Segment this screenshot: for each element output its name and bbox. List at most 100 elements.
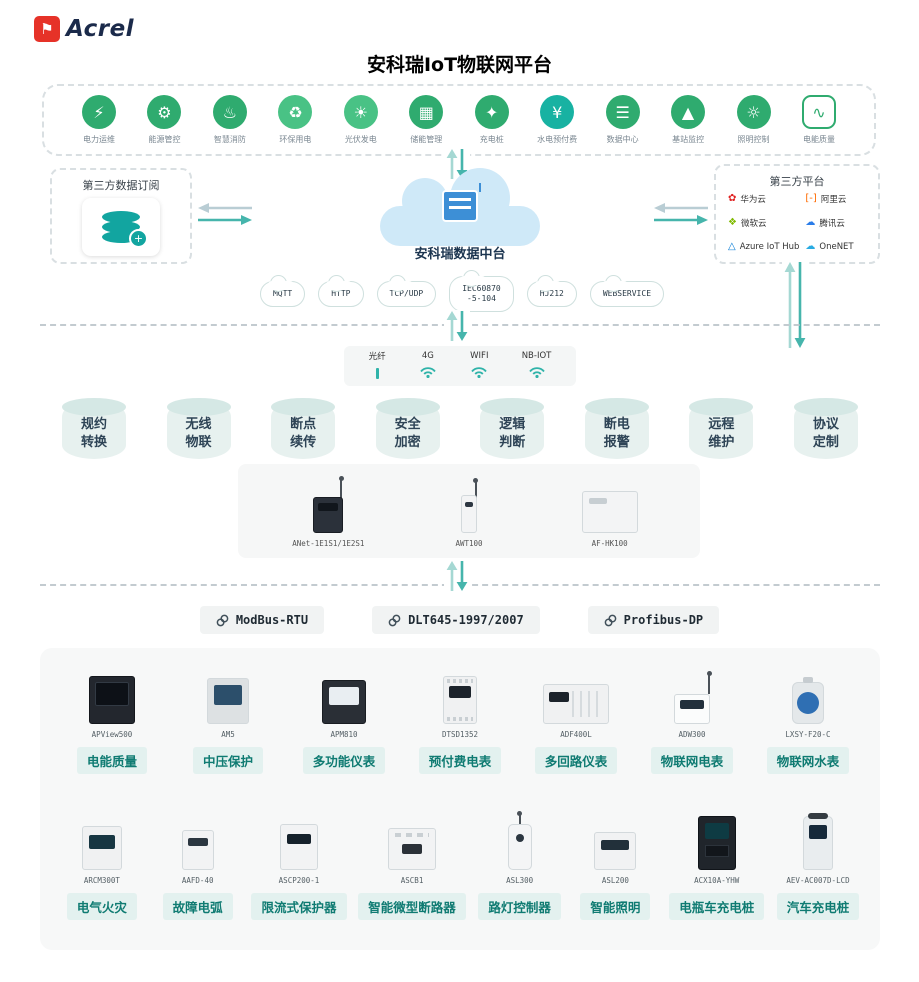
- link-icon: [216, 614, 229, 626]
- feature-cylinder: 逻辑 判断: [480, 398, 545, 459]
- page-title: 安科瑞IoT物联网平台: [366, 54, 553, 76]
- protocol-label: HJ212: [539, 289, 564, 298]
- product-image: [776, 813, 860, 870]
- app-icon-glyph: ¥: [552, 102, 563, 122]
- app-icon: ⚡: [82, 95, 116, 129]
- feature-label: 无线 物联: [185, 416, 212, 450]
- feature-label: 规约 转换: [80, 416, 107, 450]
- product-model: ADW300: [678, 730, 706, 739]
- protocol-clouds-row: MQTT HTTP TCP/UDP IEC60870 -5-104 HJ212 …: [232, 270, 692, 312]
- database-plus-icon: [102, 211, 148, 248]
- app-icon-glyph: ∿: [812, 102, 826, 122]
- platform-item: ☁ OneNET: [805, 241, 872, 252]
- platform-name: 阿里云: [820, 195, 847, 206]
- product-image: [186, 668, 270, 724]
- app-label: 电力运维: [83, 135, 115, 144]
- product-image: [418, 668, 502, 724]
- database-card: [82, 198, 160, 256]
- bus-protocol-pill: DLT645-1997/2007: [372, 606, 540, 634]
- connectivity-icon: [528, 363, 546, 382]
- app-label: 智慧消防: [213, 135, 246, 144]
- product-image: [534, 668, 618, 724]
- product-category-pill: 路灯控制器: [478, 893, 561, 920]
- platform-item: ✿ 华为云: [728, 193, 799, 206]
- platform-name: OneNET: [819, 241, 854, 252]
- product-category-pill: 多回路仪表: [534, 747, 618, 774]
- app-label: 水电预付费: [537, 135, 578, 144]
- data-hub-label: 安科瑞数据中台: [414, 247, 506, 262]
- antenna-icon: [517, 811, 523, 824]
- feature-cylinders-row: 规约 转换 无线 物联 断点 续传 安全 加密 逻辑 判断 断电 报警 远程 维…: [62, 398, 858, 459]
- app-item: ☀ 光伏发电: [332, 95, 390, 145]
- product-category-pill: 智能照明: [580, 893, 651, 920]
- app-item: ♨ 智慧消防: [201, 95, 259, 145]
- protocol-cloud: WEBSERVICE: [589, 275, 665, 307]
- product-model: ARCM300T: [83, 876, 120, 885]
- platform-item: [-] 阿里云: [805, 193, 872, 206]
- connectivity-item: WIFI: [470, 351, 488, 382]
- app-label: 环保用电: [279, 135, 312, 144]
- app-icon-glyph: ☼: [746, 102, 761, 122]
- product-image: [70, 668, 154, 724]
- feature-label: 断点 续传: [290, 416, 317, 450]
- connectivity-icon: [470, 363, 488, 382]
- app-icon-glyph: ⚡: [93, 102, 105, 122]
- connectivity-item: 4G: [419, 351, 437, 382]
- app-icon: ♨: [212, 95, 247, 129]
- plus-badge-icon: [129, 229, 148, 248]
- product-item: LXSY-F20-C 物联网水表: [766, 668, 850, 774]
- protocol-cloud: HJ212: [526, 275, 577, 307]
- product-model: APM810: [330, 730, 358, 739]
- bus-protocols-row: ModBus-RTU DLT645-1997/2007 Profibus-DP: [0, 606, 919, 634]
- feature-label: 远程 维护: [708, 416, 735, 450]
- feature-label: 协议 定制: [812, 416, 839, 450]
- product-image: [650, 668, 734, 724]
- product-item: AAFD-40 故障电弧: [156, 814, 240, 920]
- bus-protocol-label: DLT645-1997/2007: [408, 613, 524, 627]
- gateway-model: AWT100: [455, 539, 483, 548]
- products-row-2: ARCM300T 电气火灾 AAFD-40 故障电弧 ASCP200-1 限流式…: [54, 811, 866, 920]
- app-icon: ⚙: [147, 95, 182, 129]
- feature-label: 安全 加密: [394, 416, 421, 450]
- platform-name: 腾讯云: [819, 219, 845, 230]
- products-panel: APView500 电能质量 AM5 中压保护 APM810 多功能仪表: [40, 648, 880, 950]
- app-label: 光伏发电: [344, 135, 377, 144]
- protocol-cloud: TCP/UDP: [376, 275, 437, 307]
- fiber-icon: [375, 367, 379, 379]
- product-item: ARCM300T 电气火灾: [60, 814, 144, 920]
- connectivity-icon: [419, 363, 437, 382]
- app-icon: ☰: [605, 95, 640, 129]
- protocol-label: TCP/UDP: [389, 289, 424, 298]
- product-item: APView500 电能质量: [70, 668, 154, 774]
- product-image: [573, 814, 657, 870]
- connectivity-bar: 光纤 4G WIFI NB-IOT: [344, 346, 576, 386]
- feature-cylinder: 规约 转换: [62, 398, 126, 459]
- feature-cylinder: 断电 报警: [584, 398, 649, 459]
- product-image: [766, 668, 850, 724]
- platform-logo-icon: ❖: [728, 217, 737, 229]
- cloud-server-icon: [442, 183, 481, 222]
- gateway-device-image: [427, 477, 511, 533]
- application-icons-strip: ⚡ 电力运维 ⚙ 能源管控 ♨ 智慧消防 ♻ 环保用电 ☀ 光伏发电: [42, 84, 876, 156]
- gateway-model: ANet-1E1S1/1E2S1: [292, 539, 365, 548]
- feature-label: 断电 报警: [603, 416, 630, 450]
- platform-name: 华为云: [740, 195, 766, 206]
- app-label: 充电桩: [479, 135, 504, 144]
- feature-cylinder: 断点 续传: [271, 398, 336, 459]
- platform-logo-grid: ✿ 华为云 [-] 阿里云 ❖ 微软云 ☁ 腾讯云: [728, 189, 872, 256]
- app-icon: ♻: [278, 95, 313, 129]
- app-item: ▲ 基站监控: [659, 95, 717, 145]
- data-hub-cloud: 安科瑞数据中台: [372, 168, 548, 264]
- feature-cylinder: 安全 加密: [375, 398, 440, 459]
- wifi-icon: [420, 366, 436, 378]
- product-model: AM5: [221, 730, 235, 739]
- product-category-pill: 电瓶车充电桩: [669, 893, 765, 920]
- product-model: AEV-AC007D-LCD: [786, 876, 850, 885]
- antenna-icon: [338, 476, 344, 501]
- app-icon: ∿: [801, 95, 836, 129]
- app-icon-glyph: ♻: [288, 102, 303, 122]
- flow-arrow-hub-network: [444, 310, 470, 342]
- platform-logo-icon: [-]: [805, 193, 817, 205]
- product-item: ADF400L 多回路仪表: [534, 668, 618, 774]
- app-item: ∿ 电能质量: [790, 95, 848, 145]
